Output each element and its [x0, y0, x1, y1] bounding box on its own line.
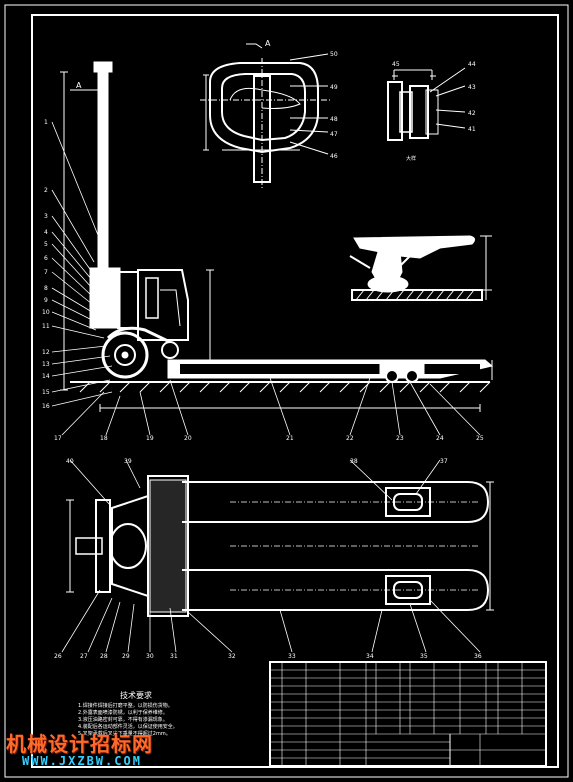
part-label: 22 [346, 435, 354, 442]
part-label: 13 [42, 361, 50, 368]
part-label: 31 [170, 653, 178, 660]
enlarged-detail-view [387, 67, 466, 141]
part-number-labels: 1 2 3 4 5 6 7 8 9 10 11 12 13 14 15 16 1… [42, 51, 484, 660]
part-label: 34 [366, 653, 374, 660]
tech-req-line: 3.液压油路密封可靠，不得有渗漏现象。 [78, 716, 168, 723]
part-label: 2 [44, 187, 48, 194]
section-a-top-label: A [265, 39, 271, 48]
part-label: 50 [330, 51, 338, 58]
watermark-title: 机械设计招标网 [6, 732, 153, 756]
part-label: 10 [42, 309, 50, 316]
enlarged-view-label: 大样 [406, 155, 416, 162]
watermark-url: WWW.JXZBW.COM [22, 754, 142, 768]
part-label: 33 [288, 653, 296, 660]
tech-req-line: 1.焊接件焊接后打磨平整，以防损伤货物。 [78, 702, 173, 709]
part-label: 4 [44, 229, 48, 236]
part-label: 30 [146, 653, 154, 660]
part-label: 45 [392, 61, 400, 68]
part-label: 26 [54, 653, 62, 660]
part-label: 49 [330, 84, 338, 91]
part-label: 41 [468, 126, 476, 133]
part-label: 3 [44, 213, 48, 220]
part-label: 39 [124, 458, 132, 465]
part-label: 36 [474, 653, 482, 660]
part-label: 8 [44, 285, 48, 292]
part-label: 32 [228, 653, 236, 660]
part-label: 20 [184, 435, 192, 442]
tech-req-title: 技术要求 [120, 690, 152, 700]
outer-frame [4, 4, 569, 778]
part-label: 12 [42, 349, 50, 356]
part-label: 18 [100, 435, 108, 442]
part-label: 47 [330, 131, 338, 138]
section-a-side-label: A [76, 81, 82, 90]
part-label: 42 [468, 110, 476, 117]
part-label: 5 [44, 241, 48, 248]
part-label: 21 [286, 435, 294, 442]
pallet-truck-front-view [51, 61, 494, 436]
part-label: 27 [80, 653, 88, 660]
part-label: 23 [396, 435, 404, 442]
part-label: 43 [468, 84, 476, 91]
technical-requirements: 技术要求 1.焊接件焊接后打磨平整，以防损伤货物。 2.外露表面喷漆防锈，以利于… [78, 690, 178, 737]
pallet-truck-plan-view [61, 459, 494, 653]
part-label: 7 [44, 269, 48, 276]
part-label: 28 [100, 653, 108, 660]
part-label: 38 [350, 458, 358, 465]
part-label: 46 [330, 153, 338, 160]
part-label: 15 [42, 389, 50, 396]
part-label: 19 [146, 435, 154, 442]
pump-detail-view [349, 235, 492, 301]
part-label: 16 [42, 403, 50, 410]
part-label: 48 [330, 116, 338, 123]
handle-section-view [200, 43, 330, 188]
tech-req-line: 5.叉架承载后叉尖下垂量不得超过2mm。 [78, 730, 171, 737]
part-label: 37 [440, 458, 448, 465]
parts-list-title-block [269, 661, 547, 767]
part-label: 11 [42, 323, 50, 330]
part-label: 44 [468, 61, 476, 68]
part-label: 29 [122, 653, 130, 660]
part-label: 25 [476, 435, 484, 442]
tech-req-line: 2.外露表面喷漆防锈，以利于保养维修。 [78, 709, 168, 716]
part-label: 14 [42, 373, 50, 380]
part-label: 35 [420, 653, 428, 660]
part-label: 24 [436, 435, 444, 442]
part-label: 6 [44, 255, 48, 262]
part-label: 9 [44, 297, 48, 304]
part-label: 17 [54, 435, 62, 442]
tech-req-line: 4.装配后各运动部件灵活，以保证使用安全。 [78, 723, 178, 730]
part-label: 40 [66, 458, 74, 465]
part-label: 1 [44, 119, 48, 126]
